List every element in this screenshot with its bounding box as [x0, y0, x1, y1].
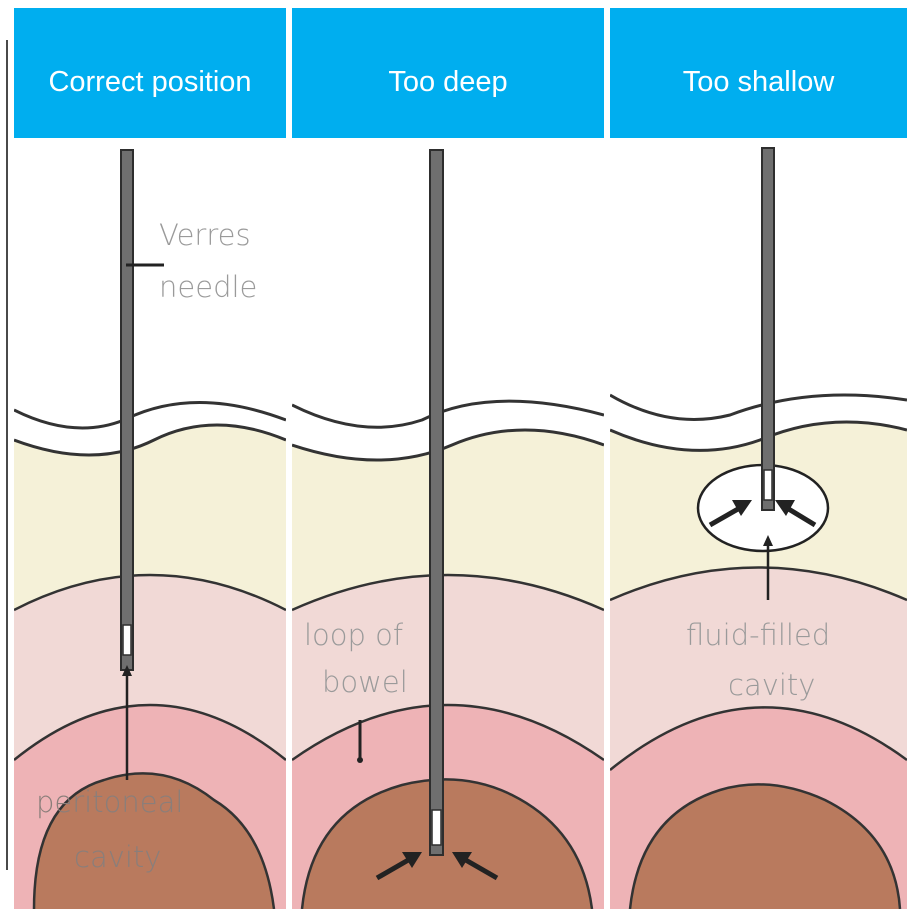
verres-needle	[762, 148, 774, 510]
panel-header-correct: Correct position	[14, 8, 286, 138]
panel-title-too-shallow: Too shallow	[610, 8, 907, 99]
bowel-label-line1: loop of	[304, 618, 403, 652]
needle-label-line2: needle	[159, 270, 257, 304]
cavity-label-line1: peritoneal	[36, 785, 183, 819]
verres-needle	[430, 150, 443, 855]
needle-label-line1: Verres	[159, 218, 251, 252]
needle-tip-window	[123, 625, 131, 655]
panel-too-shallow: Too shallow fluid-filled cavity	[610, 0, 907, 909]
panel-header-too-deep: Too deep	[292, 8, 604, 138]
panel-too-deep: Too deep loop of bowel	[292, 0, 604, 909]
panel-correct-position: Correct position Verres needle peritonea…	[14, 0, 286, 909]
fluid-label-line2: cavity	[728, 668, 815, 702]
panel-header-too-shallow: Too shallow	[610, 8, 907, 138]
fluid-label-line1: fluid-filled	[686, 618, 830, 652]
verres-needle	[121, 150, 133, 670]
needle-tip-window	[432, 810, 441, 845]
bowel-label-line2: bowel	[322, 665, 408, 699]
left-border-line	[6, 40, 8, 870]
needle-tip-window	[764, 470, 772, 500]
bowel-leader-dot	[357, 757, 363, 763]
cavity-label-line2: cavity	[74, 840, 161, 874]
panel-title-too-deep: Too deep	[292, 8, 604, 99]
panel-title-correct: Correct position	[14, 8, 286, 99]
